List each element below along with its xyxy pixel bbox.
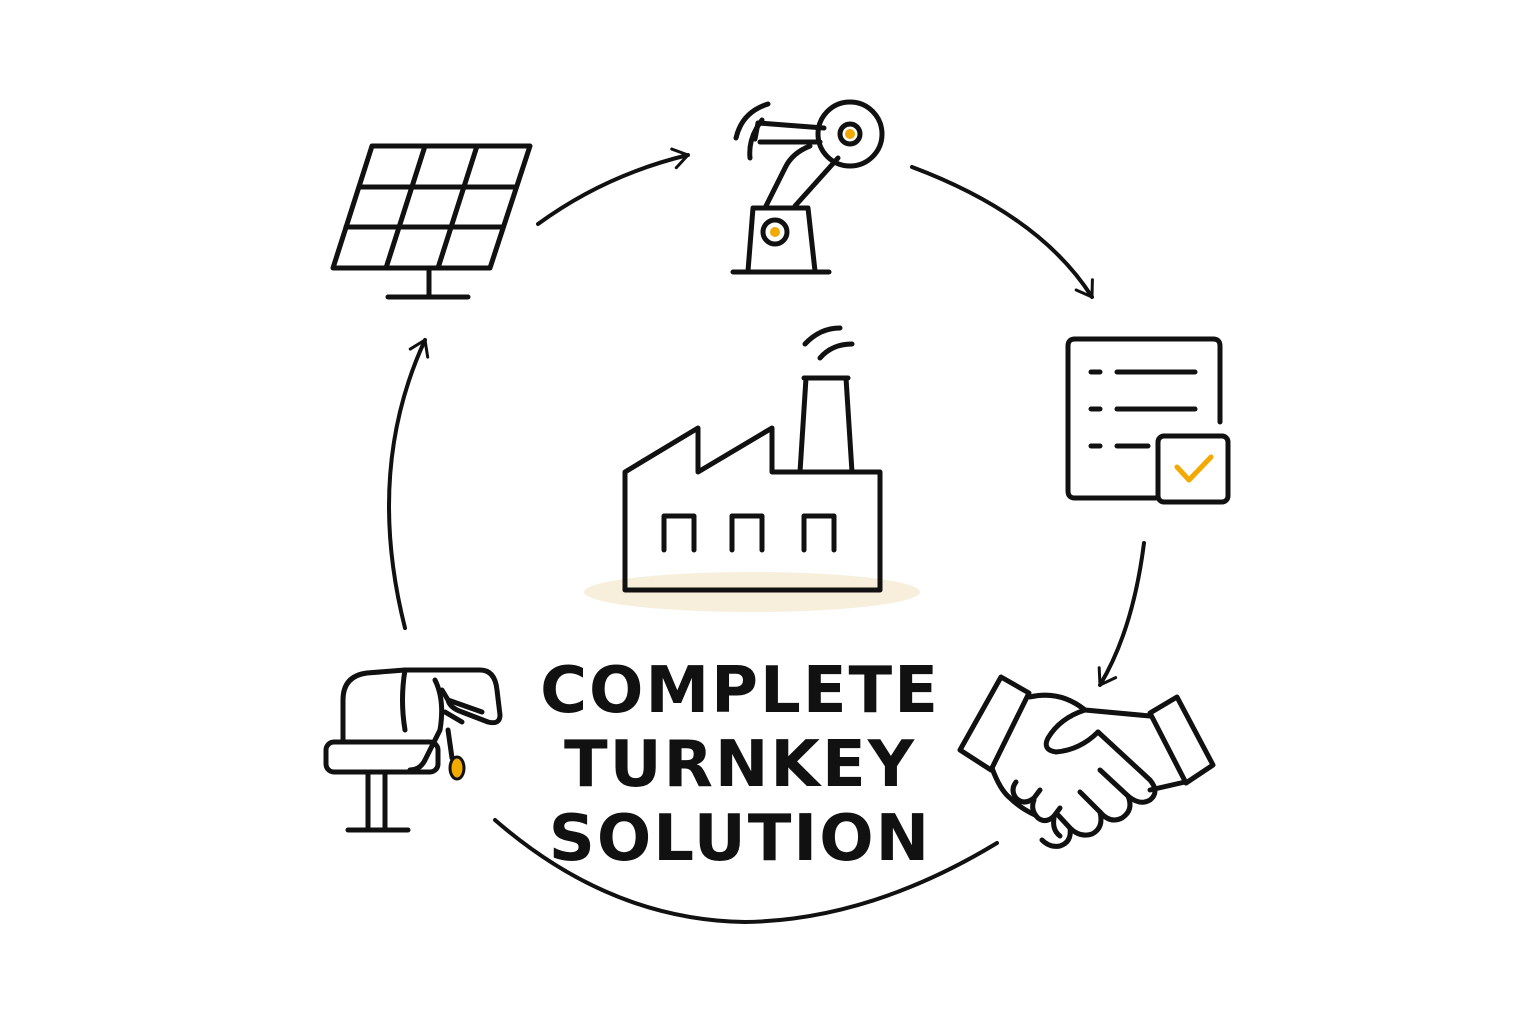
factory-icon [584,325,920,612]
arrow-checklist-to-handshake [1097,541,1146,687]
title-line-1: COMPLETE [540,654,940,728]
injection-machine-icon [323,667,503,833]
arrow-solar-to-robot [536,147,690,226]
arrow-handshake-to-machine [493,818,999,924]
arrow-machine-to-solar [387,338,430,630]
title-line-2: TURNKEY [563,728,917,802]
handshake-icon [957,674,1216,849]
solar-panel-icon [330,143,533,300]
cycle-arrows [387,147,1146,924]
checklist-icon [1065,336,1231,505]
title-line-3: SOLUTION [548,802,932,876]
arrow-robot-to-checklist [910,165,1094,299]
robotic-arm-icon [730,99,885,275]
diagram-title: COMPLETE TURNKEY SOLUTION [520,654,960,876]
